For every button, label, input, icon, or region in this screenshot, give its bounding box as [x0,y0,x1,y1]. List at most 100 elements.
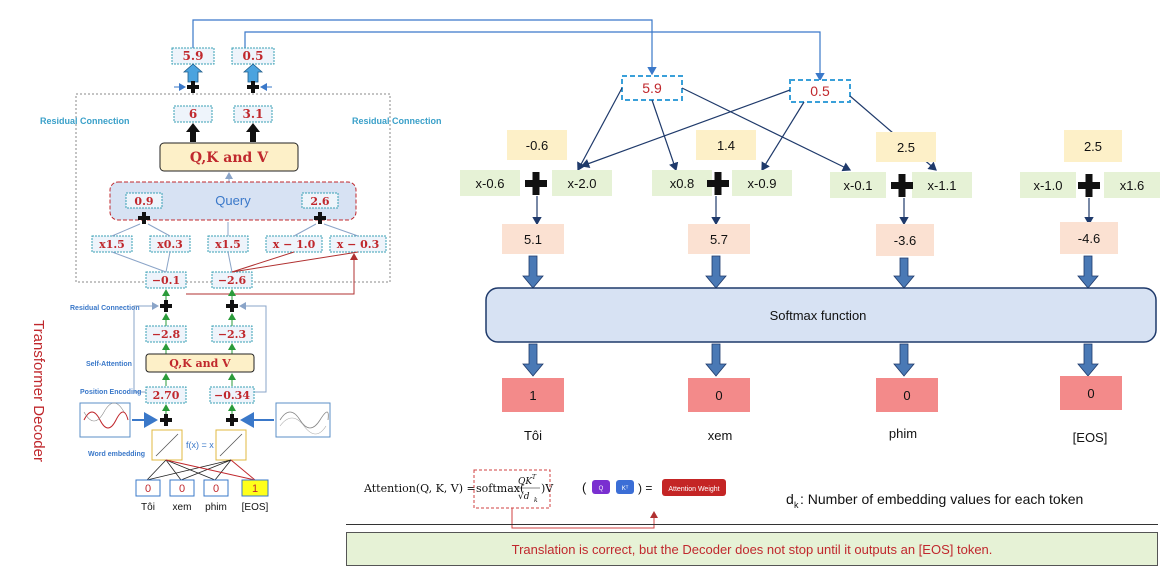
transformer-decoder-label: Transformer Decoder [30,320,47,462]
token-value-1: 0 [145,483,151,495]
svg-text:x-0.6: x-0.6 [476,176,505,191]
residual-frame [75,93,391,283]
token-value-4: 1 [252,483,258,495]
prob-box-4 [1060,376,1122,410]
token-value-2: 0 [179,483,185,495]
plus-icon [160,414,172,426]
plus-icon [247,81,259,93]
down-arrow-icon [1077,255,1099,289]
sine-wave-thumbnail-right [275,402,331,438]
svg-text:Q: Q [599,486,604,492]
weight-value-1: x1.5 [99,238,125,251]
svg-text:5.1: 5.1 [524,232,542,247]
key-column-4: 2.5 x-1.0 x1.6 -4.6 [1020,130,1160,254]
weight-value-2: x0.3 [157,238,183,251]
connector-5-9 [192,19,657,76]
right-token-3: phim [889,426,917,441]
query-value-box-1 [125,192,163,209]
svg-text:x-2.0: x-2.0 [568,176,597,191]
qkv-label-small: Q,K and V [169,357,231,370]
svg-text:d: d [786,491,794,507]
out-value-2: 0.5 [243,49,264,63]
pos-box-1 [145,386,187,404]
plus-icon [314,212,326,224]
svg-text:-0.6: -0.6 [526,138,548,153]
svg-text:-3.6: -3.6 [894,233,916,248]
down-arrow-icon [893,343,915,377]
plus-icon [1078,174,1100,197]
token-name-3: phim [205,502,227,513]
residual-value-1: −0.1 [152,274,180,287]
mid-box-2 [233,105,273,123]
up-arrow-icon [246,123,260,142]
sine-wave-thumbnail-left [79,402,131,438]
weight-value-5: x − 0.3 [337,238,380,251]
svg-text:x1.6: x1.6 [1120,178,1145,193]
plus-icon [160,300,172,312]
plus-icon [707,172,729,195]
down-arrow-icon [705,343,727,377]
svg-text:(: ( [582,480,587,495]
down-arrow-icon [522,343,544,377]
weight-value-4: x − 1.0 [273,238,316,251]
plus-icon [138,212,150,224]
attn-value-2: −2.3 [218,328,246,341]
prob-value-4: 0 [1087,386,1094,401]
residual-label-right: Residual Connection [352,116,442,126]
attn-value-1: −2.8 [152,328,181,341]
mid-value-2: 3.1 [243,107,264,121]
residual-value-2: −2.6 [218,274,247,287]
svg-text:)V: )V [541,482,554,495]
softmax-label: Softmax function [770,308,867,323]
svg-text:: Number of embedding values f: : Number of embedding values for each to… [800,491,1083,507]
key-column-3: 2.5 x-0.1 x-1.1 -3.6 [830,132,972,256]
up-arrow-icon [182,63,204,83]
right-token-1: Tôi [524,428,542,443]
word-embedding-label: Word embedding [88,451,145,458]
token-name-2: xem [173,502,192,513]
softmax-box [485,287,1157,343]
svg-text:-4.6: -4.6 [1078,231,1100,246]
svg-text:softmax(: softmax( [476,482,524,495]
residual-label-left: Residual Connection [40,116,130,126]
up-arrow-icon [186,123,200,142]
mid-box-1 [173,105,213,123]
fx-label: f(x) = x [186,440,214,450]
plus-icon [226,300,238,312]
prob-value-1: 1 [529,388,536,403]
svg-text:QK: QK [518,477,533,487]
down-arrow-icon [1077,343,1099,377]
self-attention-label: Self-Attention [86,361,132,368]
weight-value-3: x1.5 [215,238,241,251]
right-token-2: xem [708,428,733,443]
svg-text:x-0.1: x-0.1 [844,178,873,193]
separator-line [346,524,1158,525]
qkv-label-large: Q,K and V [190,150,269,166]
svg-text:T: T [532,474,537,481]
plus-icon [891,174,913,197]
connector-0-5 [244,31,825,82]
token-name-1: Tôi [141,502,155,513]
query-value-5-9: 5.9 [642,80,662,96]
position-encoding-label: Position Encoding [80,389,141,396]
svg-text:) =: ) = [638,481,652,495]
attention-formula: Attention(Q, K, V) = softmax( QK T √d k … [363,469,726,529]
right-token-4: [EOS] [1073,430,1108,445]
dk-note: d k : Number of embedding values for eac… [786,491,1083,510]
svg-text:1.4: 1.4 [717,138,735,153]
down-arrow-icon [893,257,915,289]
svg-text:x0.8: x0.8 [670,176,695,191]
svg-text:k: k [534,497,538,504]
svg-text:x-0.9: x-0.9 [748,176,777,191]
plus-icon [187,81,199,93]
up-arrow-icon [242,63,264,83]
out-value-1: 5.9 [183,49,204,63]
query-value-box-2 [301,192,339,209]
key-column-1: -0.6 x-0.6 x-2.0 5.1 [460,130,612,254]
token-box-1 [135,479,161,497]
token-name-4: [EOS] [242,502,269,513]
token-box-2 [169,479,195,497]
plus-icon [525,172,547,195]
svg-text:k: k [794,500,799,510]
